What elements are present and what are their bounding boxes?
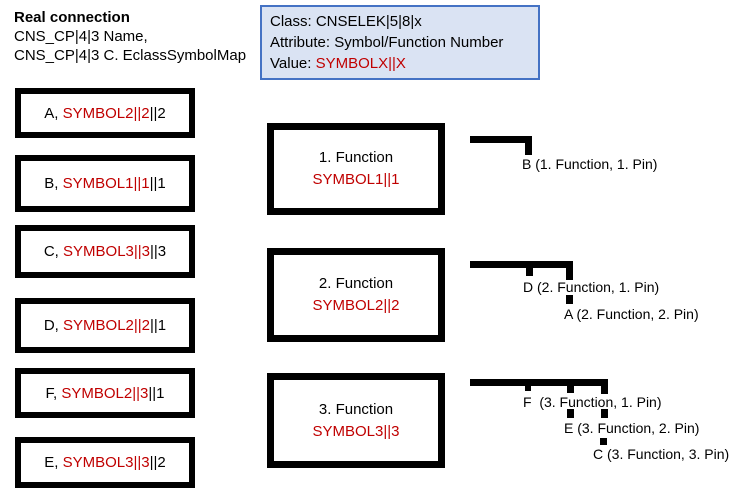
info-value-symbol: SYMBOLX||X <box>315 55 406 72</box>
connector3-pin3-dash <box>601 409 608 418</box>
header-line-eclass-symbol-map: CNS_CP|4|3 C. EclassSymbolMap <box>14 47 247 64</box>
connector2-pin2-tick <box>566 261 573 280</box>
connection-box-b: B, SYMBOL1||1||1 <box>15 155 195 212</box>
connection-box-d: D, SYMBOL2||2||1 <box>15 298 195 353</box>
info-attribute-line: Attribute: Symbol/Function Number <box>270 34 504 51</box>
connection-label: A, SYMBOL2||2||2 <box>44 104 166 122</box>
function-box-2: 2. Function SYMBOL2||2 <box>267 248 445 342</box>
connector3-pin1-tick <box>525 379 531 391</box>
pin-label-f: F (3. Function, 1. Pin) <box>523 394 662 410</box>
connection-label: D, SYMBOL2||2||1 <box>43 317 167 334</box>
connection-box-a: A, SYMBOL2||2||2 <box>15 88 195 138</box>
connector3-bar <box>470 379 608 386</box>
pin-label-e: E (3. Function, 2. Pin) <box>564 420 700 436</box>
connector3-pin3-dash2 <box>600 438 607 445</box>
function-symbol: SYMBOL1||1 <box>312 171 400 188</box>
header-title: Real connection <box>14 9 130 26</box>
connector1-pin1-tick <box>525 136 532 155</box>
connector2-pin1-tick <box>526 261 533 276</box>
connector3-pin3-tick <box>601 379 608 394</box>
pin-label-d: D (2. Function, 1. Pin) <box>523 279 660 295</box>
function-title: 1. Function <box>318 149 394 166</box>
connection-box-f: F, SYMBOL2||3||1 <box>15 368 195 418</box>
header-line-name: CNS_CP|4|3 Name, <box>14 28 148 45</box>
pin-label-c: C (3. Function, 3. Pin) <box>593 446 730 462</box>
connector2-bar <box>470 261 573 268</box>
connector1-bar <box>470 136 532 143</box>
info-value-prefix: Value: <box>270 55 316 72</box>
function-symbol: SYMBOL2||2 <box>312 297 400 314</box>
connection-label: E, SYMBOL3||3||2 <box>44 454 166 471</box>
connection-box-c: C, SYMBOL3||3||3 <box>15 225 195 278</box>
pin-label-b: B (1. Function, 1. Pin) <box>522 156 658 172</box>
connector3-pin2-dash <box>567 409 574 418</box>
info-class-line: Class: CNSELEK|5|8|x <box>270 13 422 30</box>
connection-label: F, SYMBOL2||3||1 <box>45 384 165 402</box>
connection-box-e: E, SYMBOL3||3||2 <box>15 437 195 488</box>
info-value-line: Value: SYMBOLX||X <box>270 53 530 74</box>
connector2-pin2-dash <box>566 295 573 304</box>
class-attribute-info-box: Class: CNSELEK|5|8|x Attribute: Symbol/F… <box>260 5 540 80</box>
pin-label-a: A (2. Function, 2. Pin) <box>564 306 699 322</box>
function-box-3: 3. Function SYMBOL3||3 <box>267 373 445 468</box>
connector3-pin2-tick <box>567 379 574 393</box>
function-symbol: SYMBOL3||3 <box>312 422 400 440</box>
connection-label: B, SYMBOL1||1||1 <box>44 175 166 192</box>
connection-label: C, SYMBOL3||3||3 <box>43 243 167 260</box>
function-title: 2. Function <box>318 275 394 292</box>
function-box-1: 1. Function SYMBOL1||1 <box>267 123 445 215</box>
function-title: 3. Function <box>318 400 394 418</box>
real-connection-header: Real connection CNS_CP|4|3 Name, CNS_CP|… <box>14 8 259 65</box>
